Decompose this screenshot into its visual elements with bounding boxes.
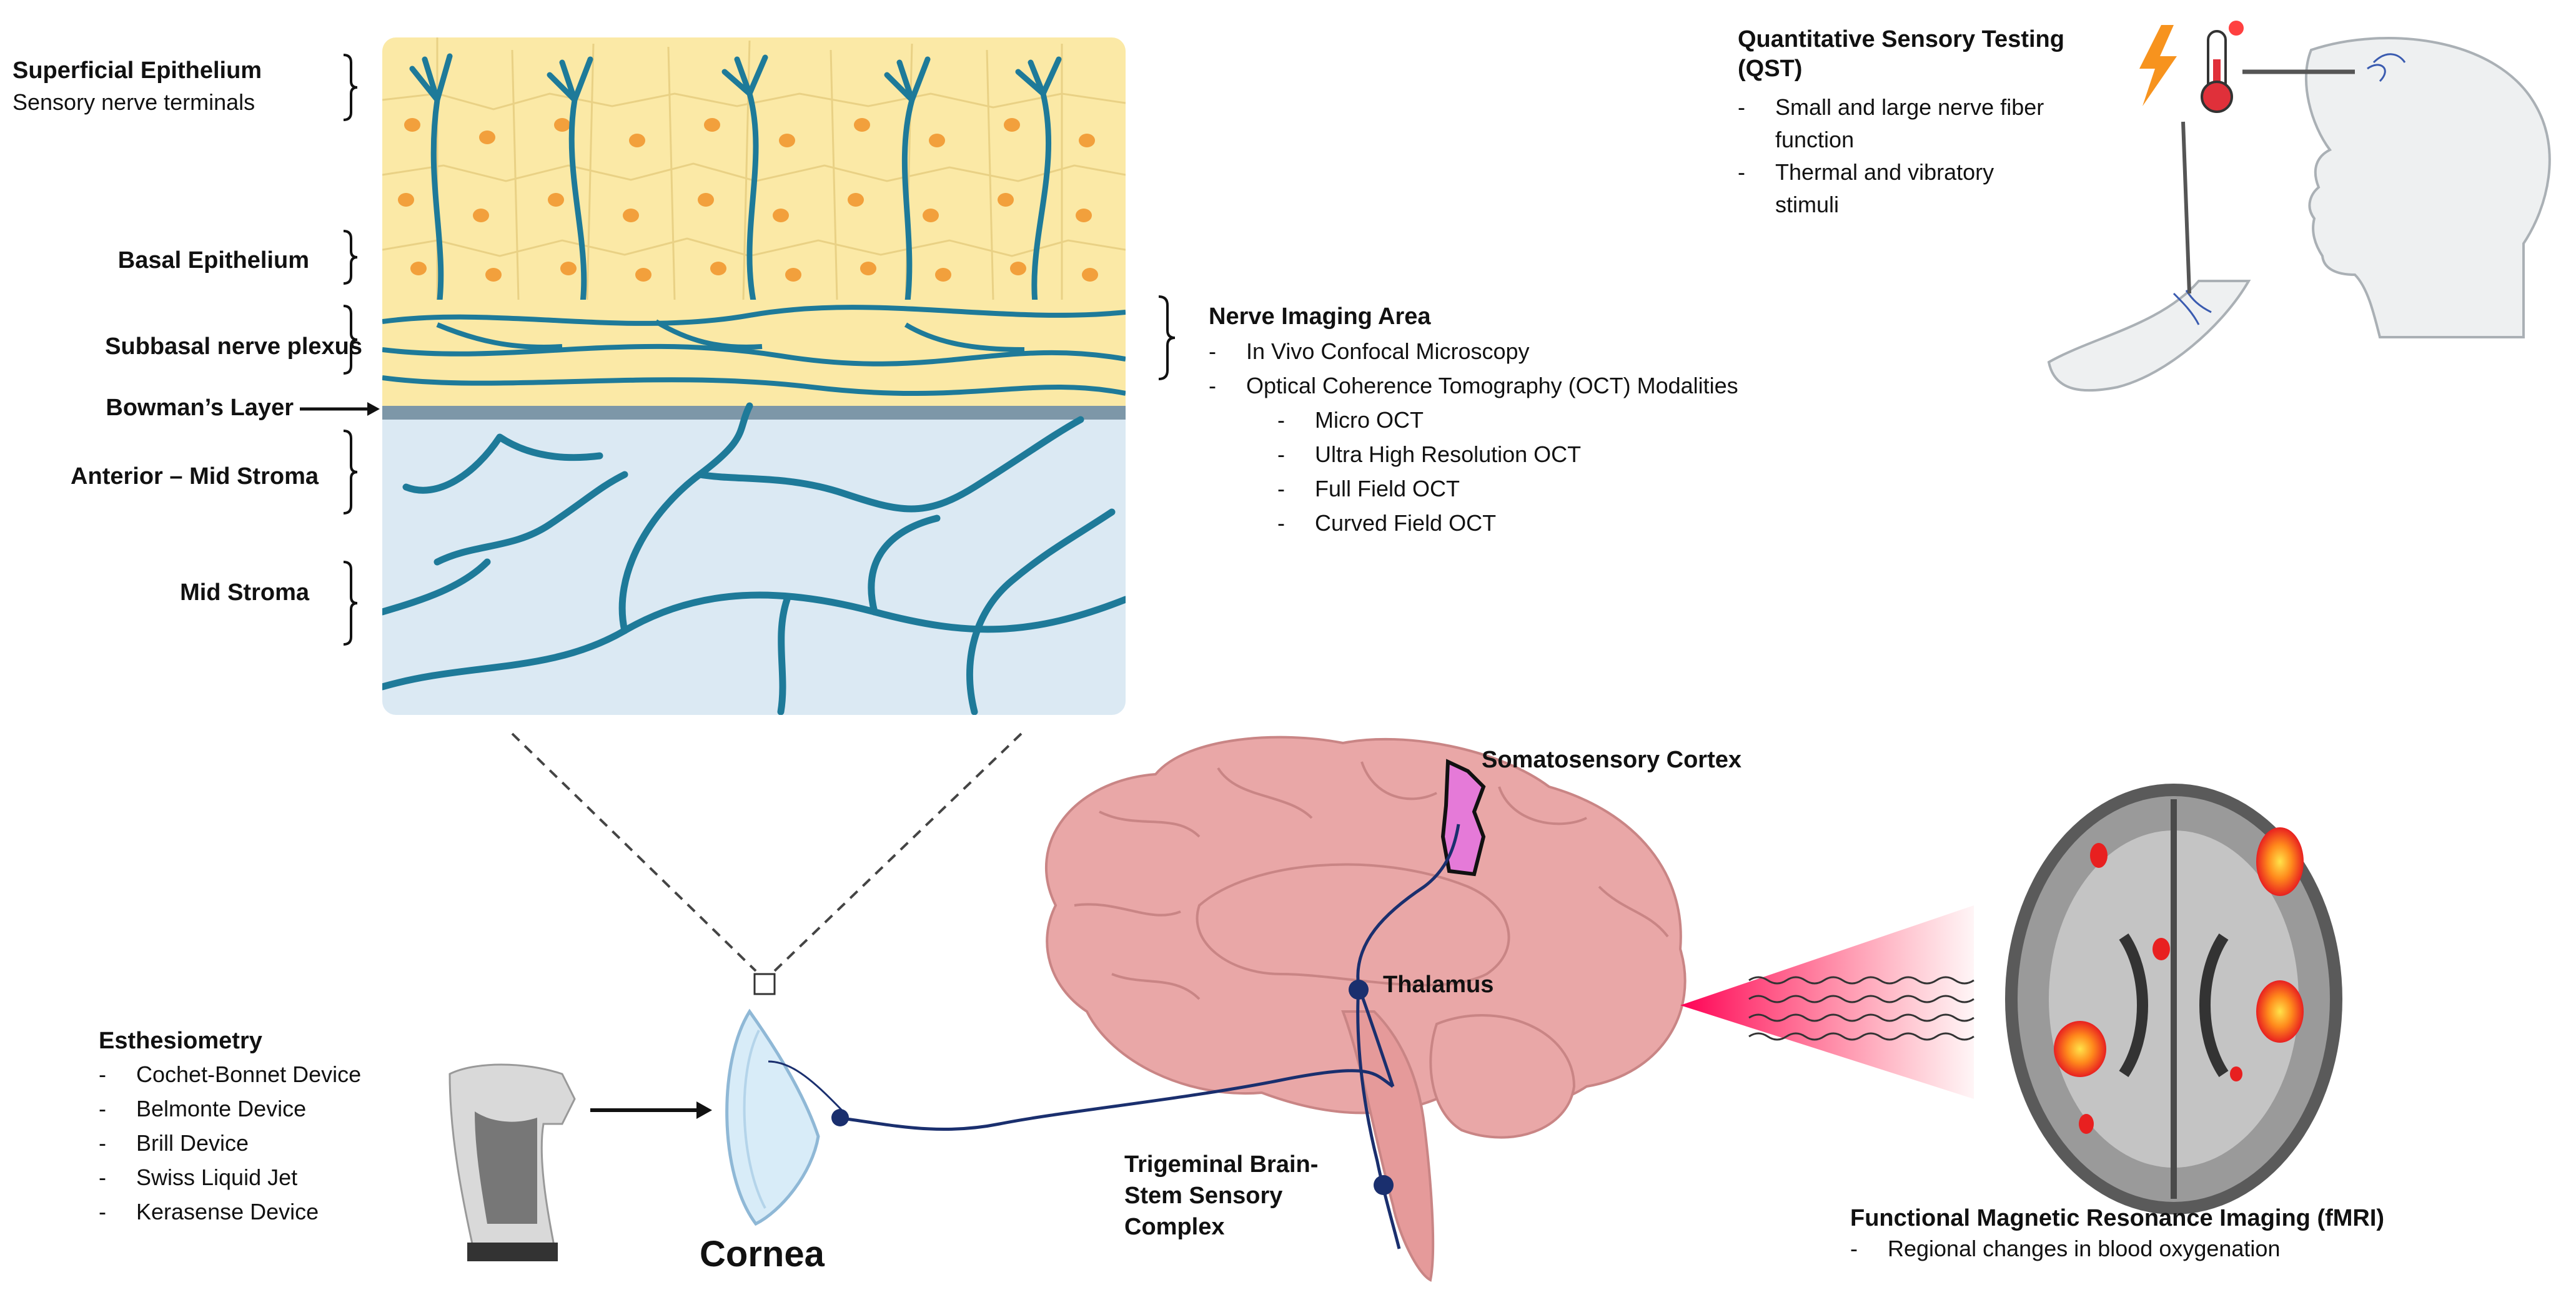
subbasal-nerve-plexus: [382, 305, 1126, 396]
list-item: Swiss Liquid Jet: [99, 1160, 473, 1194]
bowmans-layer-band: [382, 406, 1126, 420]
fmri-beam: [1680, 905, 1974, 1099]
cell-nuclei: [398, 118, 1098, 282]
sensory-pathway: [836, 824, 1460, 1249]
list-item: In Vivo Confocal Microscopy: [1209, 334, 1896, 368]
esthesiometer-arrow: [590, 1101, 712, 1119]
fmri-title: Functional Magnetic Resonance Imaging (f…: [1850, 1205, 2385, 1231]
basal-epithelium-label: Basal Epithelium: [117, 247, 309, 273]
list-item: Belmonte Device: [99, 1091, 473, 1126]
pathway-nodes: [831, 980, 1394, 1195]
trigeminal-line1: Trigeminal Brain-: [1124, 1151, 1319, 1178]
cornea-label: Cornea: [700, 1234, 825, 1274]
trigeminal-line3: Complex: [1124, 1214, 1225, 1240]
trigeminal-line2: Stem Sensory: [1124, 1183, 1283, 1209]
zoom-lines: [511, 732, 1023, 972]
qst-title-line1: Quantitative Sensory Testing: [1738, 26, 2064, 52]
superficial-epithelium-block: Superficial Epithelium Sensory nerve ter…: [12, 57, 337, 116]
nerve-imaging-block: Nerve Imaging Area In Vivo Confocal Micr…: [1209, 303, 1896, 540]
somatosensory-cortex-label: Somatosensory Cortex: [1482, 747, 1742, 773]
nerve-imaging-title: Nerve Imaging Area: [1209, 303, 1431, 330]
esthesiometry-list: Cochet-Bonnet Device Belmonte Device Bri…: [99, 1057, 473, 1229]
list-item: Brill Device: [99, 1126, 473, 1160]
fmri-item-text: Regional changes in blood oxygenation: [1888, 1236, 2281, 1261]
layer-brackets: [343, 54, 1176, 646]
list-item: Curved Field OCT: [1277, 506, 1896, 540]
bowmans-layer-label: Bowman’s Layer: [106, 395, 294, 421]
subbasal-plexus-label: Subbasal nerve plexus: [105, 333, 362, 360]
qst-item2-line2: stimuli: [1775, 192, 1840, 217]
qst-item2: -Thermal and vibratory stimuli: [1738, 159, 1994, 217]
list-item: Optical Coherence Tomography (OCT) Modal…: [1209, 368, 1896, 403]
list-item: Kerasense Device: [99, 1194, 473, 1229]
esthesiometry-block: Esthesiometry Cochet-Bonnet Device Belmo…: [99, 1028, 473, 1229]
esthesiometry-title: Esthesiometry: [99, 1028, 262, 1054]
brain-illustration: [1044, 736, 1687, 1282]
bowman-arrow: [300, 402, 380, 416]
fmri-block: Functional Magnetic Resonance Imaging (f…: [1850, 1205, 2556, 1262]
sensory-terminals-label: Sensory nerve terminals: [12, 89, 255, 115]
fmri-brain-slice: [2005, 784, 2342, 1214]
esthesiometer-device: [448, 1063, 576, 1261]
list-item: Full Field OCT: [1277, 471, 1896, 506]
qst-block: Quantitative Sensory Testing (QST) -Smal…: [1738, 26, 2138, 221]
thalamus-label: Thalamus: [1383, 972, 1494, 998]
nerve-imaging-list: In Vivo Confocal Microscopy Optical Cohe…: [1209, 334, 1896, 403]
cornea-cross-section: [382, 37, 1126, 715]
qst-title-line2: (QST): [1738, 56, 1803, 82]
anterior-mid-stroma-label: Anterior – Mid Stroma: [71, 463, 319, 490]
cerebellum: [1429, 1014, 1576, 1139]
qst-item1-line2: function: [1775, 127, 1855, 152]
trigeminal-label: Trigeminal Brain- Stem Sensory Complex: [1124, 1149, 1318, 1243]
zoom-box: [753, 973, 776, 995]
superficial-epithelium-label: Superficial Epithelium: [12, 57, 262, 84]
qst-item2-line1: Thermal and vibratory: [1775, 159, 1994, 185]
fmri-item: -Regional changes in blood oxygenation: [1850, 1236, 2281, 1261]
qst-illustration: [2047, 21, 2551, 392]
list-item: Micro OCT: [1277, 403, 1896, 437]
list-item: Cochet-Bonnet Device: [99, 1057, 473, 1091]
sensory-nerve-terminals: [409, 53, 1062, 322]
qst-item1-line1: Small and large nerve fiber: [1775, 94, 2044, 120]
qst-item1: -Small and large nerve fiber function: [1738, 94, 2044, 152]
stromal-nerves: [382, 402, 1126, 715]
list-item: Ultra High Resolution OCT: [1277, 437, 1896, 471]
cornea-illustration: [725, 1008, 847, 1226]
oct-modalities-list: Micro OCT Ultra High Resolution OCT Full…: [1209, 403, 1896, 540]
mid-stroma-label: Mid Stroma: [180, 579, 309, 606]
